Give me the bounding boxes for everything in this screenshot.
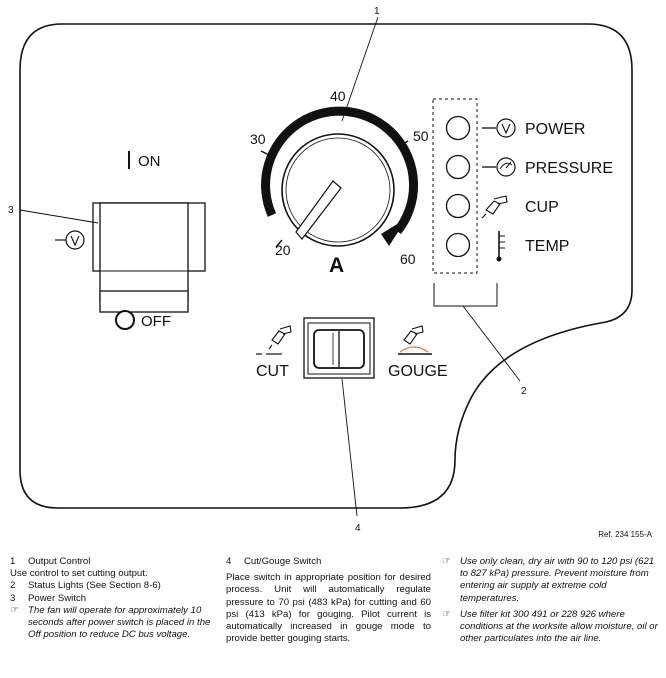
off-label: OFF [141, 313, 171, 330]
dial-tick-label-50: 50 [413, 128, 429, 144]
torch-cup-icon [481, 195, 508, 219]
status-label-cup: CUP [525, 199, 559, 216]
reference-number: Ref. 234 155-A [598, 530, 652, 539]
callout-4-leader [341, 378, 358, 517]
legend-column-1: 1 Output Control Use control to set cutti… [10, 556, 220, 641]
legend-note-air-text: Use only clean, dry air with 90 to 120 p… [460, 556, 655, 604]
legend-note-air: ☞ Use only clean, dry air with 90 to 120… [442, 556, 658, 605]
output-control-dial[interactable]: 30 40 50 20 60 A [250, 88, 429, 277]
status-lights-frame [432, 98, 478, 274]
power-switch[interactable]: ON OFF [55, 151, 206, 330]
legend-item-4-number: 4 [226, 556, 232, 567]
pressure-gauge-icon [482, 157, 516, 177]
callout-2: 2 [521, 386, 527, 397]
legend-item-2-number: 2 [10, 580, 16, 592]
pointing-hand-icon: ☞ [442, 608, 451, 620]
dial-tick-20 [275, 239, 283, 248]
legend-item-1: 1 Output Control [10, 556, 220, 568]
temp-light [445, 232, 471, 258]
voltage-icon [55, 230, 85, 250]
legend-item-2: 2 Status Lights (See Section 8-6) [10, 580, 220, 592]
off-indicator-circle [115, 310, 135, 330]
dial-tick-label-20: 20 [275, 242, 291, 258]
cup-light [445, 193, 471, 219]
gouge-torch-icon [398, 325, 432, 355]
pressure-light [445, 154, 471, 180]
thermometer-icon [496, 231, 505, 262]
legend-column-2: 4 Cut/Gouge Switch Place switch in approp… [226, 556, 431, 645]
dial-tick-50 [399, 140, 409, 147]
legend-item-4-description: Place switch in appropriate position for… [226, 572, 431, 645]
callout-1: 1 [374, 6, 380, 17]
dial-unit-label: A [329, 254, 344, 277]
legend-item-1-number: 1 [10, 556, 16, 567]
dial-knob-inner [285, 137, 391, 243]
legend-note-fan: ☞ The fan will operate for approximately… [10, 605, 220, 642]
dial-tick-label-40: 40 [330, 88, 346, 104]
dial-scale-arrowhead [381, 218, 407, 246]
power-voltage-icon [482, 118, 516, 138]
pointing-hand-icon: ☞ [10, 604, 19, 616]
legend-item-1-title: Output Control [28, 556, 91, 567]
panel-outline [19, 23, 633, 509]
legend-item-4-title: Cut/Gouge Switch [244, 556, 322, 567]
dial-tick-label-60: 60 [400, 251, 416, 267]
status-lights-bracket [433, 283, 498, 307]
status-label-pressure: PRESSURE [525, 160, 613, 177]
legend-item-1-description: Use control to set cutting output. [10, 568, 148, 580]
legend-column-3: ☞ Use only clean, dry air with 90 to 120… [442, 556, 658, 645]
status-lights-panel: POWER PRESSURE CUP TEMP [432, 98, 613, 307]
callout-3: 3 [8, 205, 14, 216]
callout-1-leader [341, 16, 379, 122]
legend-item-4: 4 Cut/Gouge Switch [226, 556, 431, 568]
legend-item-3-title: Power Switch [28, 592, 87, 604]
callout-2-leader [462, 305, 521, 382]
dial-scale-arc [261, 106, 419, 235]
power-switch-base [99, 290, 189, 313]
legend-item-2-title: Status Lights (See Section 8-6) [28, 580, 161, 592]
dial-tick-label-30: 30 [250, 131, 266, 147]
pointing-hand-icon: ☞ [442, 556, 451, 567]
dial-tick-30 [260, 150, 270, 156]
legend-item-3: 3 Power Switch [10, 593, 220, 605]
callout-3-leader [19, 209, 99, 224]
front-panel-diagram: 30 40 50 20 60 A 1 ON OFF 3 [8, 6, 633, 534]
on-label: ON [138, 153, 161, 170]
legend-note-filter: ☞ Use filter kit 300 491 or 228 926 wher… [442, 609, 658, 646]
cut-label: CUT [256, 363, 289, 380]
cut-gouge-switch[interactable]: CUT GOUGE [256, 317, 448, 380]
dial-tick-45 [368, 113, 373, 123]
power-light [445, 115, 471, 141]
gouge-label: GOUGE [388, 363, 448, 380]
callout-4: 4 [355, 523, 361, 534]
legend-item-3-number: 3 [10, 592, 16, 604]
dial-pointer [295, 180, 342, 240]
legend-note-fan-text: The fan will operate for approximately 1… [28, 604, 211, 641]
legend-note-filter-text: Use filter kit 300 491 or 228 926 where … [460, 608, 658, 645]
cut-torch-icon [256, 325, 292, 355]
power-switch-rocker[interactable] [99, 202, 189, 302]
status-label-temp: TEMP [525, 238, 569, 255]
status-label-power: POWER [525, 121, 585, 138]
